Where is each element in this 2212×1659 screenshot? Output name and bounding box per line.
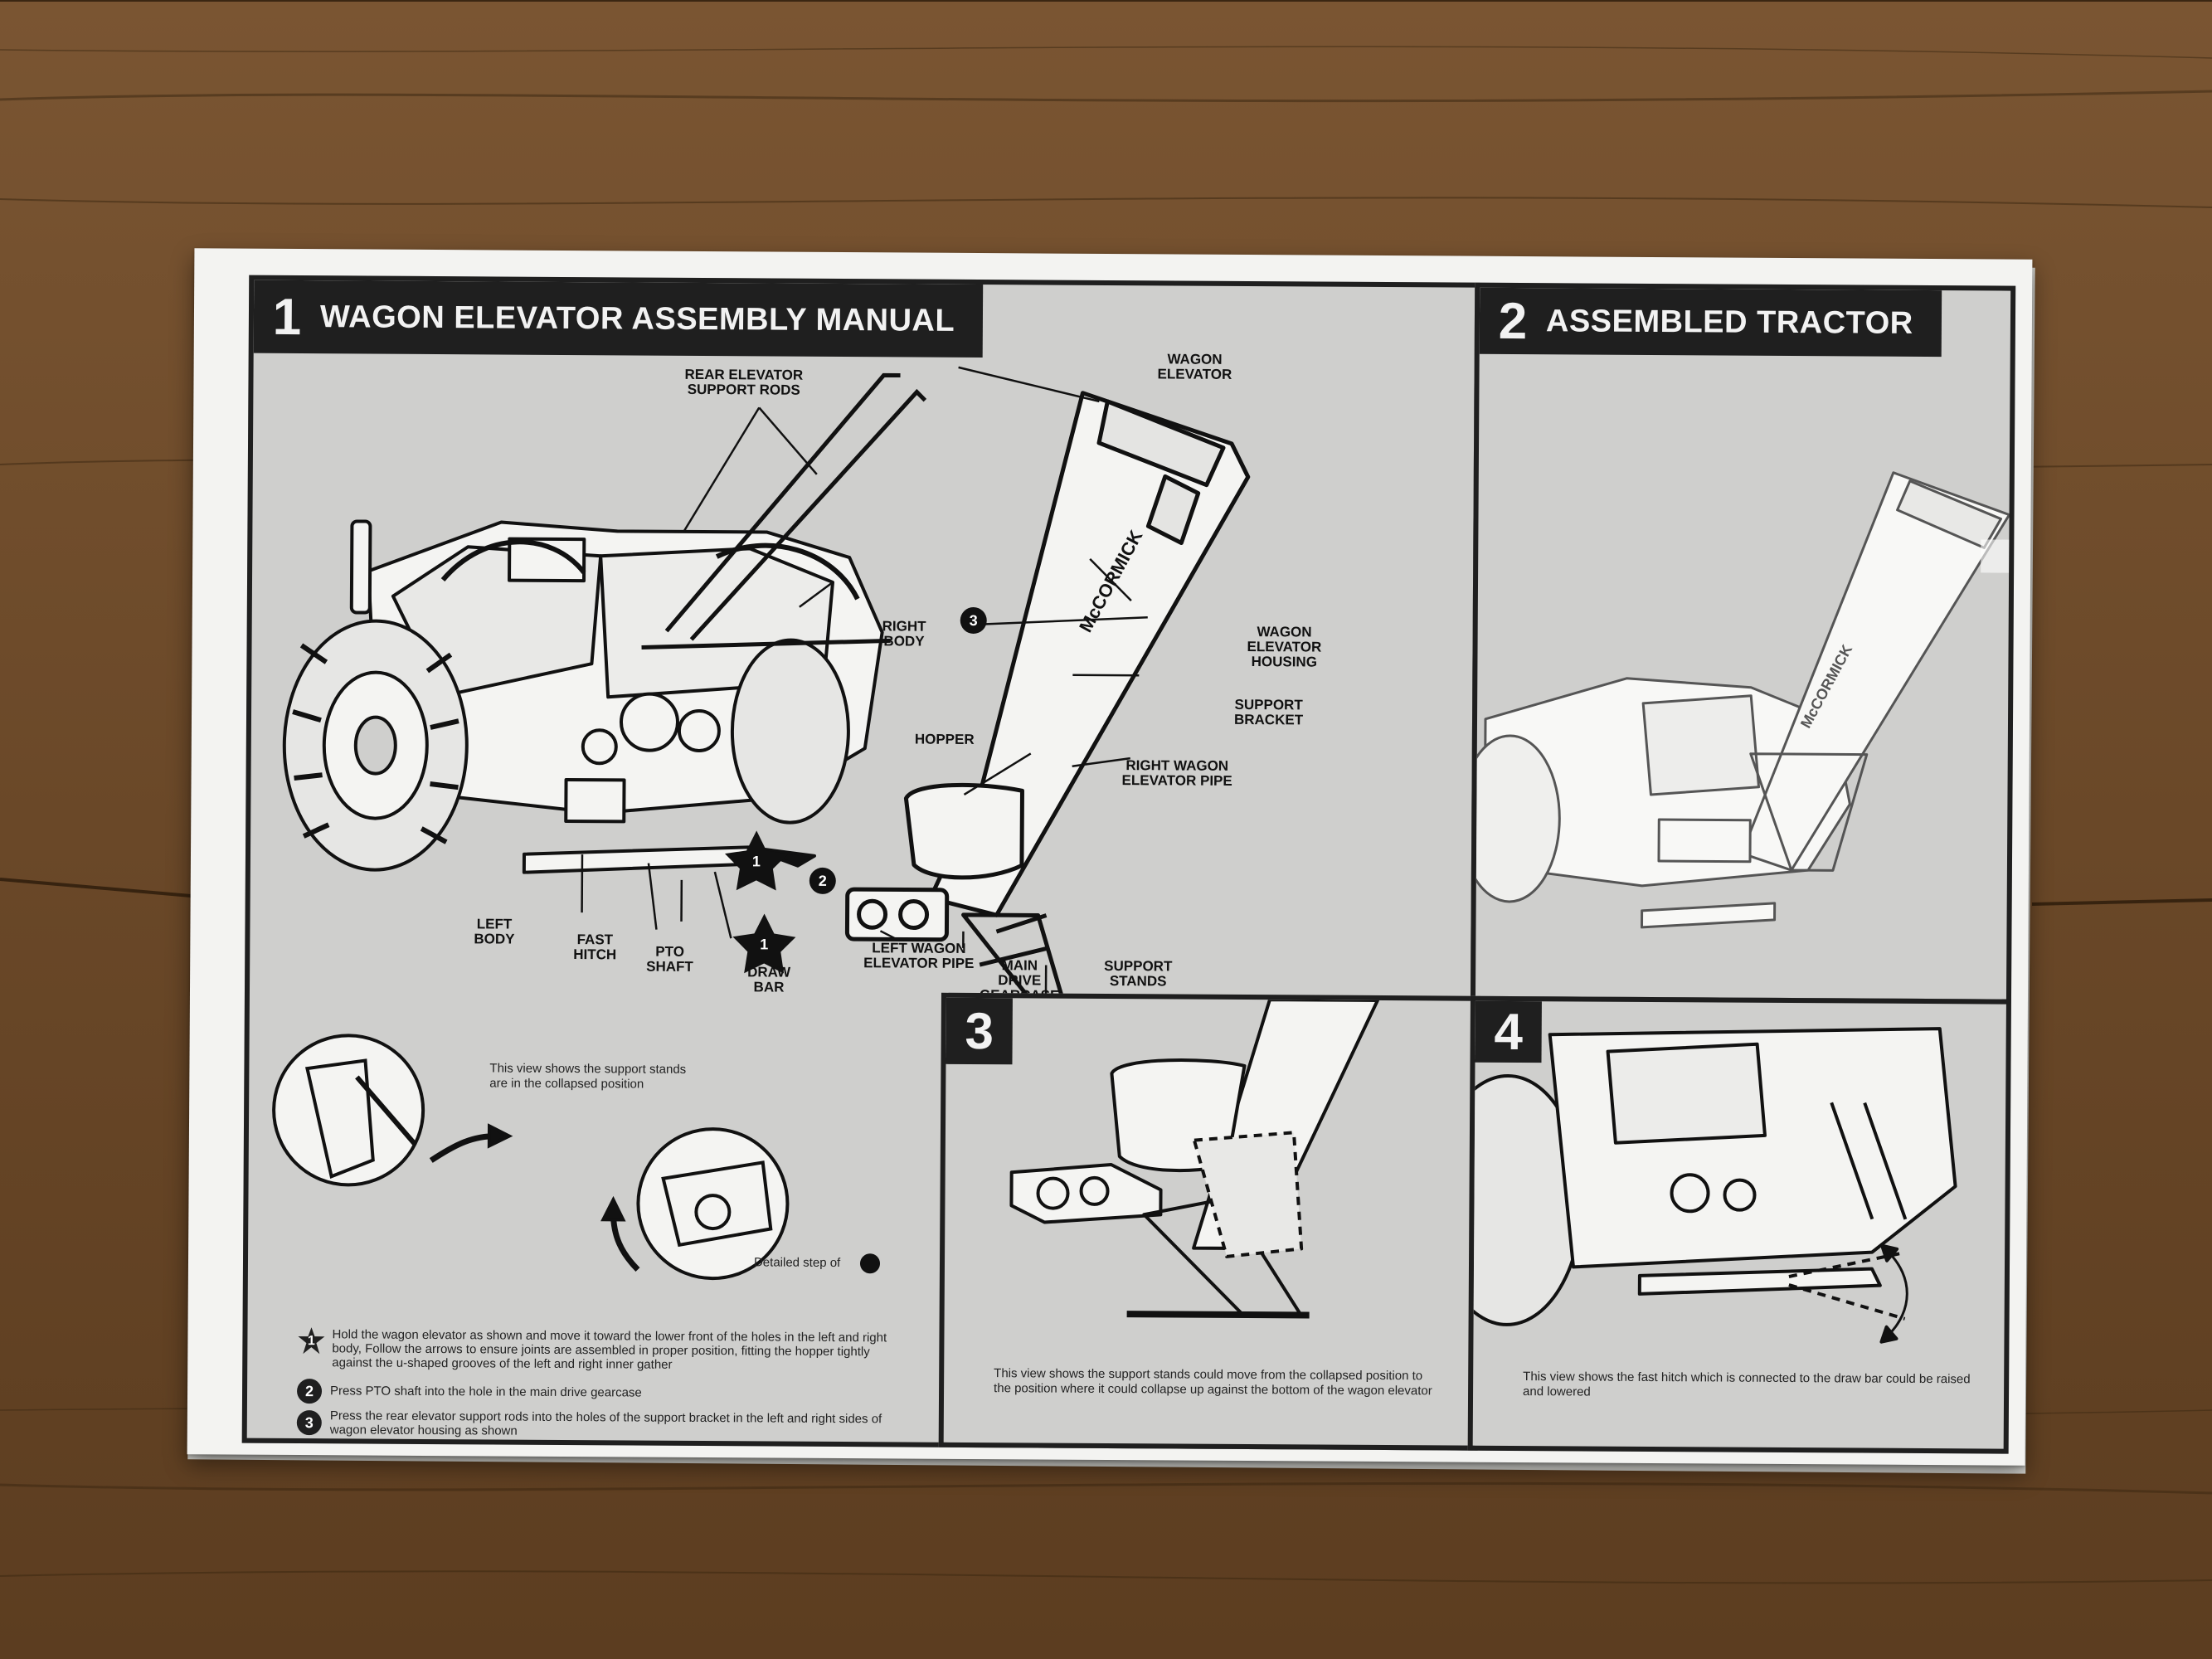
tape-piece — [1981, 539, 2010, 573]
circle-3-icon: 3 — [296, 1410, 322, 1436]
label-left-wagon-elevator-pipe: LEFT WAGON ELEVATOR PIPE — [863, 940, 975, 972]
label-hopper: HOPPER — [914, 731, 975, 747]
tractor-elevator-illustration: 3 2 1 1 McCORMICK — [272, 366, 1251, 1281]
label-wagon-elevator-housing: WAGON ELEVATOR HOUSING — [1247, 624, 1322, 670]
label-fast-hitch: FAST HITCH — [573, 932, 617, 963]
collapsed-stands-note: This view shows the support stands are i… — [489, 1061, 687, 1092]
label-wagon-elevator: WAGON ELEVATOR — [1157, 351, 1232, 382]
circle-2-icon: 2 — [296, 1379, 323, 1404]
panel-3-note: This view shows the support stands could… — [994, 1366, 1432, 1399]
panel-assembled-tractor: 2 ASSEMBLED TRACTOR McCORMICK — [1470, 282, 2016, 1005]
label-right-wagon-elevator-pipe: RIGHT WAGON ELEVATOR PIPE — [1121, 757, 1232, 789]
step-2-text: Press PTO shaft into the hole in the mai… — [329, 1384, 642, 1400]
label-rear-support-rods: REAR ELEVATOR SUPPORT RODS — [684, 366, 804, 398]
label-pto-shaft: PTO SHAFT — [646, 943, 693, 975]
detailed-step-note: Detailed step of — [753, 1255, 841, 1271]
label-left-body: LEFT BODY — [474, 916, 515, 947]
step-1-row: 1 Hold the wagon elevator as shown and m… — [297, 1327, 896, 1373]
instruction-sheet: 1 WAGON ELEVATOR ASSEMBLY MANUAL — [187, 248, 2033, 1466]
callout-1b-text: 1 — [752, 853, 761, 869]
callout-2-text: 2 — [819, 873, 827, 889]
panel-4-note: This view shows the fast hitch which is … — [1523, 1370, 1971, 1399]
label-support-bracket: SUPPORT BRACKET — [1233, 696, 1304, 728]
star-1-icon: 1 — [297, 1327, 325, 1355]
label-right-body: RIGHT BODY — [882, 618, 926, 649]
callout-1a-text: 1 — [760, 936, 768, 952]
callout-3-text: 3 — [970, 612, 978, 629]
label-support-stands: SUPPORT STANDS — [1104, 957, 1173, 990]
panel-fast-hitch-detail: 4 This view shows the fast hitch which i… — [1467, 995, 2011, 1454]
step-3-text: Press the rear elevator support rods int… — [329, 1408, 882, 1438]
step-3-row: 3 Press the rear elevator support rods i… — [296, 1408, 894, 1440]
label-draw-bar: DRAW BAR — [747, 964, 791, 995]
support-stands-illustration — [1009, 998, 1379, 1319]
fast-hitch-illustration — [1472, 1027, 1957, 1344]
step-1-text: Hold the wagon elevator as shown and mov… — [332, 1327, 887, 1372]
panel-support-stands-detail: 3 This view shows the support stands cou… — [938, 992, 1480, 1451]
assembled-tractor-illustration: McCORMICK — [1475, 471, 2011, 929]
panel-wagon-elevator-assembly: 1 WAGON ELEVATOR ASSEMBLY MANUAL — [241, 275, 1480, 1451]
step-2-row: 2 Press PTO shaft into the hole in the m… — [296, 1377, 894, 1407]
